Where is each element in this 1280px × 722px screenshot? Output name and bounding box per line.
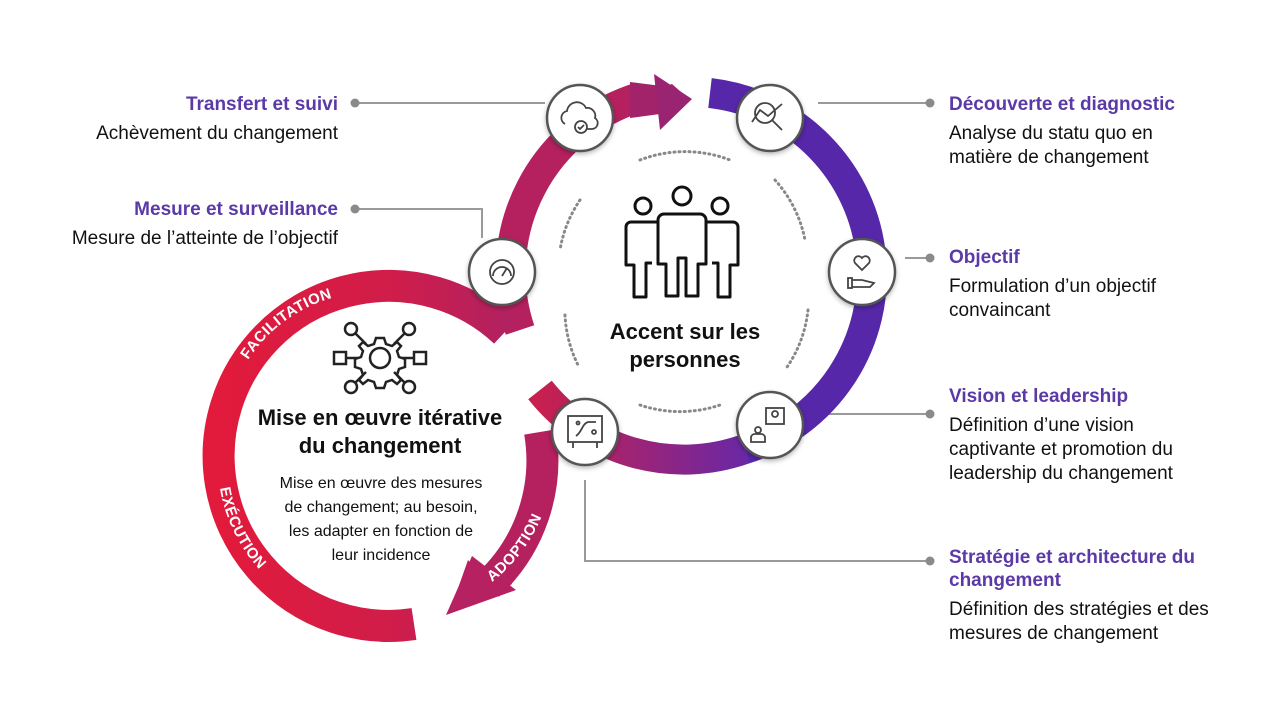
step-desc: Analyse du statu quo en matière de chang…	[949, 122, 1269, 170]
iterative-title-line1: Mise en œuvre itérative	[257, 405, 503, 430]
step-label-transfert: Transfert et suivi Achèvement du changem…	[0, 93, 338, 146]
step-desc-line: convaincant	[949, 300, 1051, 321]
dotted-arc	[773, 178, 807, 242]
step-desc-line: Définition d’une vision	[949, 415, 1134, 436]
dotted-arc	[638, 403, 722, 413]
iterative-desc-line: de changement; au besoin,	[284, 499, 478, 516]
dotted-arc	[563, 313, 580, 367]
connector-strategie	[584, 480, 928, 562]
step-node-mesure[interactable]	[467, 237, 537, 307]
step-label-decouverte: Découverte et diagnostic Analyse du stat…	[949, 93, 1269, 170]
step-desc-line: Analyse du statu quo en	[949, 123, 1153, 144]
inner-dotted-arcs	[558, 150, 810, 413]
step-title-line: changement	[949, 570, 1061, 591]
dot	[925, 253, 935, 263]
step-desc: Définition d’une vision captivante et pr…	[949, 414, 1269, 486]
cloud-check-icon	[560, 101, 599, 134]
step-desc-line: Formulation d’un objectif	[949, 276, 1156, 297]
heart-hand-icon	[847, 255, 876, 289]
adoption-arrow-tip	[446, 556, 516, 615]
step-node-objectif[interactable]	[827, 237, 897, 307]
step-desc-line: captivante et promotion du	[949, 439, 1173, 460]
step-desc-line: leadership du changement	[949, 463, 1173, 484]
step-node-decouverte[interactable]	[735, 83, 805, 153]
speedometer-icon	[489, 259, 515, 285]
connector-mesure	[355, 208, 483, 238]
dotted-arc	[638, 150, 732, 162]
step-label-strategie: Stratégie et architecture du changement …	[949, 546, 1269, 646]
step-title: Stratégie et architecture du changement	[949, 546, 1269, 592]
step-desc-line: mesures de changement	[949, 623, 1159, 644]
step-desc: Mesure de l’atteinte de l’objectif	[71, 228, 338, 249]
people-focus-title: Accent sur les personnes	[565, 318, 805, 374]
people-group-icon	[624, 185, 740, 299]
step-label-objectif: Objectif Formulation d’un objectif conva…	[949, 246, 1269, 323]
iterative-desc-line: leur incidence	[331, 547, 431, 564]
people-focus-title-line1: Accent sur les	[609, 319, 761, 344]
step-title: Mesure et surveillance	[134, 199, 338, 220]
step-title: Objectif	[949, 247, 1020, 268]
dot	[925, 409, 935, 419]
iterative-desc-line: Mise en œuvre des mesures	[279, 475, 483, 492]
gear-network-icon	[332, 321, 428, 395]
dot	[350, 98, 360, 108]
step-label-mesure: Mesure et surveillance Mesure de l’attei…	[0, 198, 338, 251]
dotted-arc	[558, 198, 582, 252]
iterative-title: Mise en œuvre itérative du changement	[230, 404, 530, 460]
connector-dots	[350, 98, 935, 566]
step-title-line: Stratégie et architecture du	[949, 547, 1196, 568]
step-title: Transfert et suivi	[185, 94, 338, 115]
dot	[925, 98, 935, 108]
ring-arrow-tip	[654, 74, 692, 130]
step-node-transfert[interactable]	[545, 83, 615, 153]
dot	[350, 204, 360, 214]
step-title: Découverte et diagnostic	[949, 94, 1175, 115]
magnifier-chart-icon	[751, 102, 783, 131]
step-desc: Formulation d’un objectif convaincant	[949, 275, 1269, 323]
iterative-ring	[202, 269, 559, 642]
iterative-title-line2: du changement	[298, 433, 462, 458]
step-label-vision: Vision et leadership Définition d’une vi…	[949, 385, 1269, 486]
step-node-vision[interactable]	[735, 390, 805, 460]
iterative-arc	[202, 269, 516, 642]
strategy-board-icon	[567, 415, 603, 448]
dotted-arc	[783, 308, 810, 372]
step-desc: Achèvement du changement	[96, 123, 338, 144]
step-desc-line: matière de changement	[949, 147, 1149, 168]
step-title: Vision et leadership	[949, 386, 1129, 407]
step-node-strategie[interactable]	[550, 397, 620, 467]
connector-lines	[355, 102, 928, 562]
step-desc-line: Définition des stratégies et des	[949, 599, 1209, 620]
iterative-desc-line: les adapter en fonction de	[288, 523, 474, 540]
arc-label-facilitation: FACILITATION	[237, 285, 334, 362]
iterative-description: Mise en œuvre des mesures de changement;…	[250, 472, 512, 568]
person-idea-icon	[750, 407, 785, 443]
dot	[925, 556, 935, 566]
step-desc: Définition des stratégies et des mesures…	[949, 598, 1269, 646]
people-focus-title-line2: personnes	[629, 347, 741, 372]
